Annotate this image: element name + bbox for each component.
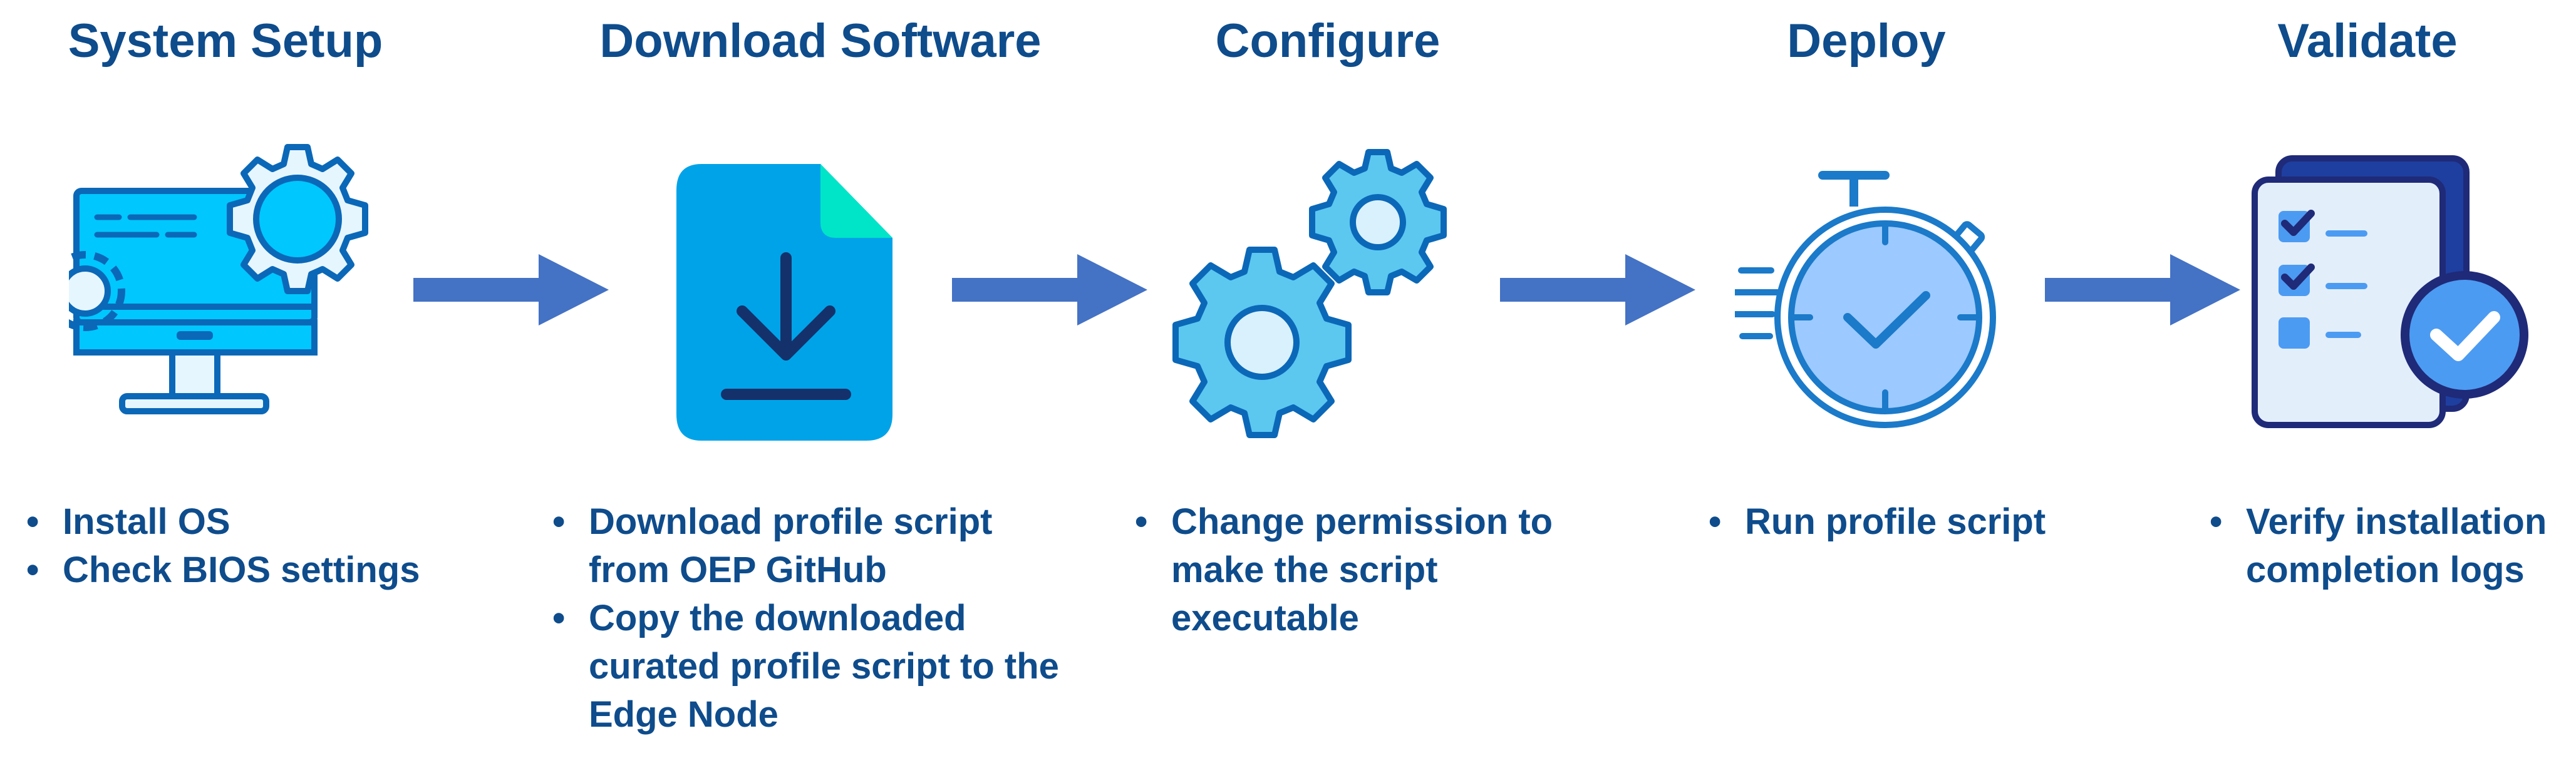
deploy-bullets: Run profile script (1705, 498, 2106, 546)
step-title-deploy: Deploy (1787, 14, 1946, 68)
flow-arrow-4 (2045, 254, 2240, 325)
flow-arrow-1 (413, 254, 609, 325)
checklist-verified-icon (2252, 155, 2528, 428)
step-title-system-setup: System Setup (68, 14, 383, 68)
step-title-download-software: Download Software (599, 14, 1042, 68)
step-title-configure: Configure (1215, 14, 1441, 68)
stopwatch-check-icon (1735, 171, 1996, 428)
configure-bullets: Change permission to make the script exe… (1131, 498, 1620, 642)
list-item: Run profile script (1705, 498, 2106, 546)
list-item: Verify installation completion logs (2206, 498, 2569, 594)
flow-arrow-3 (1500, 254, 1695, 325)
step-title-validate: Validate (2277, 14, 2458, 68)
list-item: Install OS (23, 498, 423, 546)
system-setup-bullets: Install OS Check BIOS settings (23, 498, 423, 594)
download-software-bullets: Download profile script from OEP GitHub … (549, 498, 1068, 739)
file-download-icon (676, 164, 892, 441)
list-item: Copy the downloaded curated profile scri… (549, 594, 1068, 739)
validate-bullets: Verify installation completion logs (2206, 498, 2569, 594)
flow-arrow-2 (952, 254, 1147, 325)
list-item: Download profile script from OEP GitHub (549, 498, 1068, 594)
gears-icon (1172, 149, 1447, 438)
list-item: Check BIOS settings (23, 546, 423, 594)
computer-settings-icon (69, 144, 368, 414)
list-item: Change permission to make the script exe… (1131, 498, 1620, 642)
